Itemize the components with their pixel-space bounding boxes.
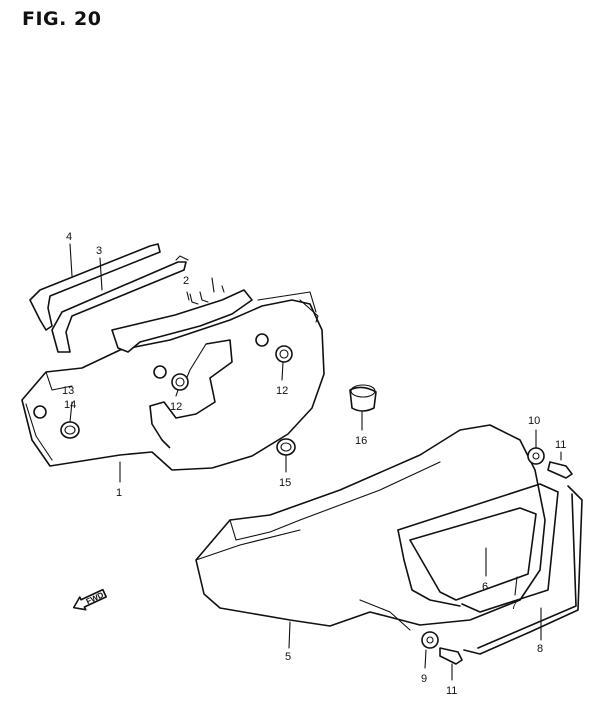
trim-frame-8	[463, 485, 583, 655]
callout-11b: 11	[446, 685, 457, 697]
callout-12b: 12	[276, 385, 288, 397]
trim-strip-3	[51, 255, 189, 353]
grommet-12c	[255, 333, 269, 347]
clip-set-2	[189, 277, 225, 305]
bushing-16	[349, 384, 377, 412]
grommet-12d	[153, 365, 167, 379]
spacer-15	[276, 438, 296, 456]
grommet-14	[60, 421, 80, 439]
side-cover-5	[195, 424, 546, 631]
screw-11a	[547, 461, 573, 479]
callout-16: 16	[355, 435, 367, 447]
callout-6: 6	[482, 581, 488, 593]
figure-title: FIG. 20	[22, 8, 102, 30]
grommet-12b	[275, 345, 293, 363]
callout-9: 9	[421, 673, 427, 685]
callout-7: 7	[511, 600, 517, 612]
fwd-direction-marker: FWD	[72, 588, 107, 611]
callout-3: 3	[96, 245, 102, 257]
emblem-6	[409, 507, 537, 601]
callout-15: 15	[279, 477, 291, 489]
fwd-label: FWD	[85, 590, 106, 606]
leader-lines	[69, 243, 562, 681]
screw-11b	[439, 647, 463, 665]
trim-frame-7	[397, 483, 559, 613]
washer-9	[421, 631, 439, 649]
washer-10	[527, 447, 545, 465]
grommet-12a	[171, 373, 189, 391]
callout-2: 2	[183, 275, 189, 287]
callout-11a: 11	[555, 439, 566, 451]
grommet-13	[33, 405, 47, 419]
callout-5: 5	[285, 651, 291, 663]
callout-14: 14	[64, 399, 76, 411]
callout-10: 10	[528, 415, 540, 427]
trim-strip-4	[29, 243, 161, 331]
callout-8: 8	[537, 643, 543, 655]
arrow-left-icon	[72, 588, 107, 611]
callout-4: 4	[66, 231, 72, 243]
callout-12a: 12	[170, 401, 182, 413]
callout-13: 13	[62, 385, 74, 397]
callout-1: 1	[116, 487, 122, 499]
